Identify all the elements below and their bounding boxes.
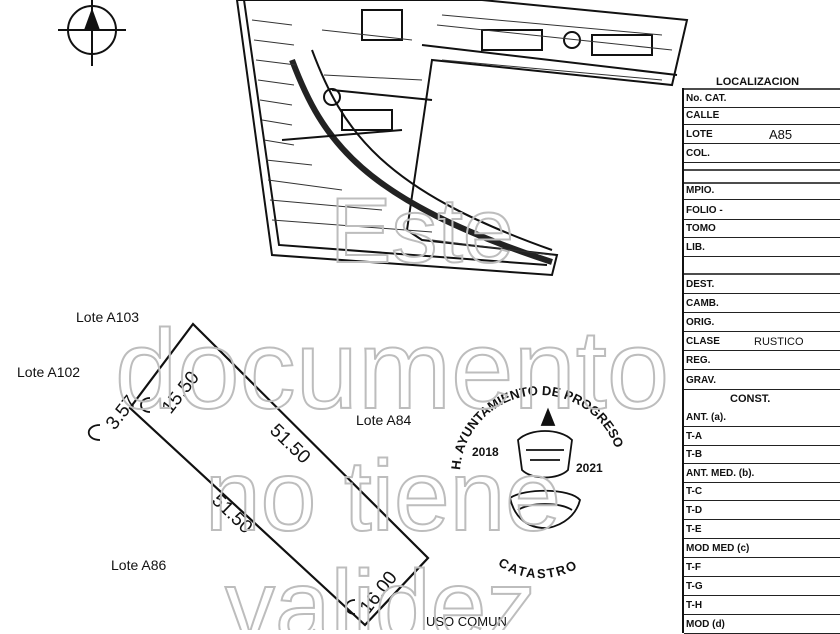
table-row: ANT. (a). [684, 410, 840, 427]
table-row-value: RUSTICO [754, 336, 804, 348]
table-row: T-F [684, 560, 840, 577]
table-row-key: T-C [686, 486, 703, 497]
table-row: CAMB. [684, 296, 840, 313]
table-row: TOMO [684, 221, 840, 238]
table-row-key: MOD MED (c) [686, 543, 750, 554]
lot-a84-label: Lote A84 [356, 412, 412, 428]
svg-text:CATASTRO: CATASTRO [496, 555, 581, 582]
table-row: CLASE RUSTICO [684, 334, 840, 351]
table-row: LIB. [684, 240, 840, 257]
table-row-key: T-A [686, 431, 703, 442]
table-row: No. CAT. [684, 91, 840, 108]
table-row-key: T-B [686, 449, 703, 460]
table-row-key: MOD (d) [686, 619, 725, 630]
location-map [235, 0, 689, 277]
table-row: GRAV. [684, 373, 840, 390]
table-row: DEST. [684, 277, 840, 294]
table-row-key: ANT. (a). [686, 412, 726, 423]
table-row-key: ANT. MED. (b). [686, 468, 755, 479]
table-row: LOTE A85 [684, 127, 840, 144]
table-row-key: CLASE [686, 336, 720, 347]
table-row: MOD MED (c) [684, 541, 840, 558]
table-row: ORIG. [684, 315, 840, 332]
table-row: MPIO. [684, 183, 840, 200]
table-row: T-G [684, 579, 840, 596]
municipal-seal: H. AYUNTAMIENTO DE PROGRESO CATASTRO 201… [448, 383, 627, 582]
table-row-key: CAMB. [686, 298, 719, 309]
table-row-key: MPIO. [686, 185, 715, 196]
seal-bottom-text: CATASTRO [496, 555, 579, 582]
table-row-key: T-D [686, 505, 703, 516]
table-frame [682, 88, 840, 633]
table-row: COL. [684, 146, 840, 163]
seal-year-left: 2018 [472, 445, 499, 459]
table-row-key: GRAV. [686, 375, 717, 386]
table-row-key: CALLE [686, 110, 720, 121]
table-row-key: T-F [686, 562, 701, 573]
seal-year-right: 2021 [576, 461, 603, 475]
table-row-key: No. CAT. [686, 93, 727, 104]
table-row: FOLIO - [684, 203, 840, 220]
table-row: T-A [684, 429, 840, 446]
table-row-key: FOLIO - [686, 205, 723, 216]
table-row: T-B [684, 447, 840, 464]
lot-a103-label: Lote A103 [76, 309, 140, 325]
uso-comun-label: USO COMUN [426, 614, 507, 629]
table-row: REG. [684, 353, 840, 370]
lot-a86-label: Lote A86 [111, 557, 167, 573]
table-row: CALLE [684, 108, 840, 125]
table-row: MOD (d) [684, 617, 840, 634]
table-row-key: COL. [686, 148, 710, 159]
table-row: ANT. MED. (b). [684, 466, 840, 483]
table-row: T-H [684, 598, 840, 615]
table-row-key: DEST. [686, 279, 715, 290]
table-row-key: TOMO [686, 223, 716, 234]
table-row-key: LIB. [686, 242, 705, 253]
table-row: T-D [684, 503, 840, 520]
table-row-key: ORIG. [686, 317, 715, 328]
table-row: T-C [684, 484, 840, 501]
north-arrow-icon [58, 0, 126, 66]
table-row: T-E [684, 522, 840, 539]
const-label: CONST. [730, 393, 771, 405]
table-title: LOCALIZACION [716, 76, 800, 88]
lot-a102-label: Lote A102 [17, 364, 81, 380]
table-row-key: LOTE [686, 129, 713, 140]
table-row-key: T-E [686, 524, 702, 535]
table-row-value: A85 [769, 127, 793, 142]
table-row-key: T-G [686, 581, 703, 592]
table-row-key: T-H [686, 600, 703, 611]
table-row-key: REG. [686, 355, 711, 366]
